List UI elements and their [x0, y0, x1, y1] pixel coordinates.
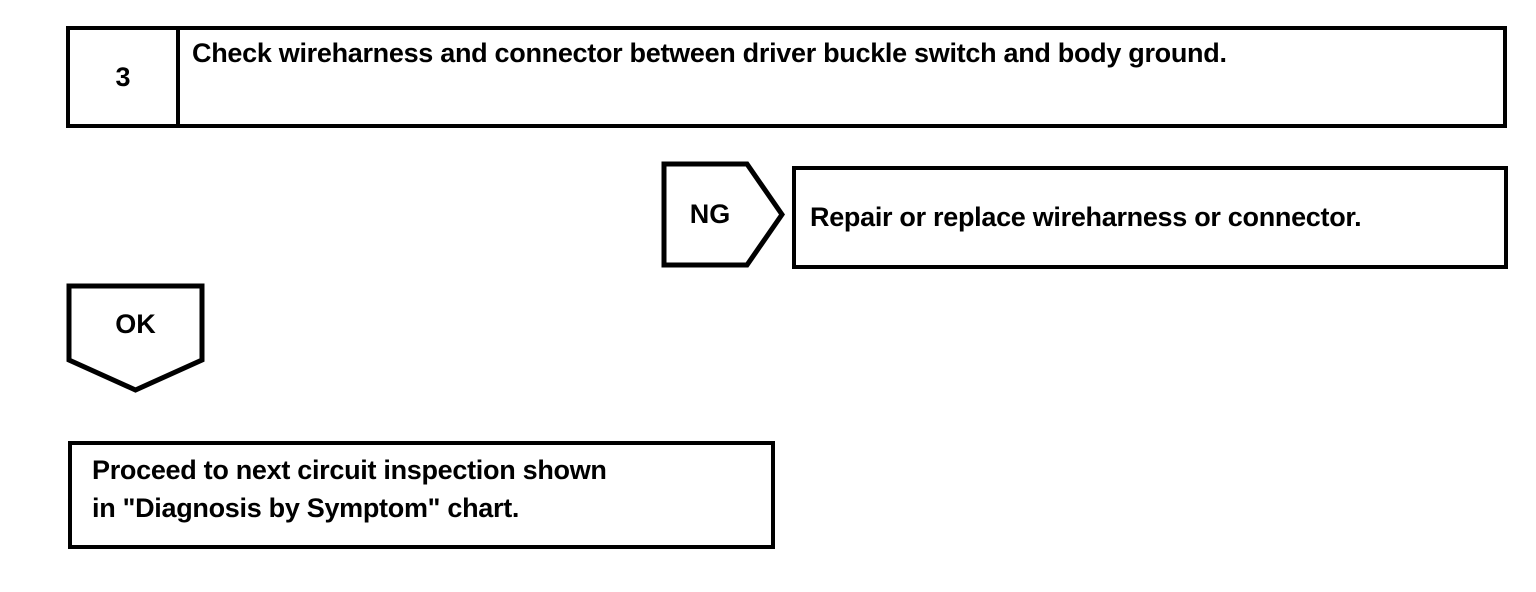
- ok-branch-label: OK: [115, 308, 156, 339]
- ok-branch-arrow: OK: [66, 283, 205, 393]
- ng-branch-arrow: NG: [661, 161, 785, 268]
- step-row: 3 Check wireharness and connector betwee…: [66, 26, 1507, 128]
- ng-result-text: Repair or replace wireharness or connect…: [810, 201, 1362, 232]
- ng-result-box: Repair or replace wireharness or connect…: [792, 166, 1508, 269]
- ok-arrow-shape: [66, 283, 205, 393]
- ok-result-text: Proceed to next circuit inspection shown…: [92, 455, 607, 524]
- step-instruction-cell: Check wireharness and connector between …: [180, 30, 1503, 124]
- step-number: 3: [115, 61, 131, 92]
- ok-result-box: Proceed to next circuit inspection shown…: [68, 441, 775, 549]
- step-number-cell: 3: [70, 30, 180, 124]
- ng-arrow-shape: [661, 161, 785, 268]
- step-instruction-text: Check wireharness and connector between …: [192, 38, 1227, 68]
- ng-branch-label: NG: [689, 199, 731, 229]
